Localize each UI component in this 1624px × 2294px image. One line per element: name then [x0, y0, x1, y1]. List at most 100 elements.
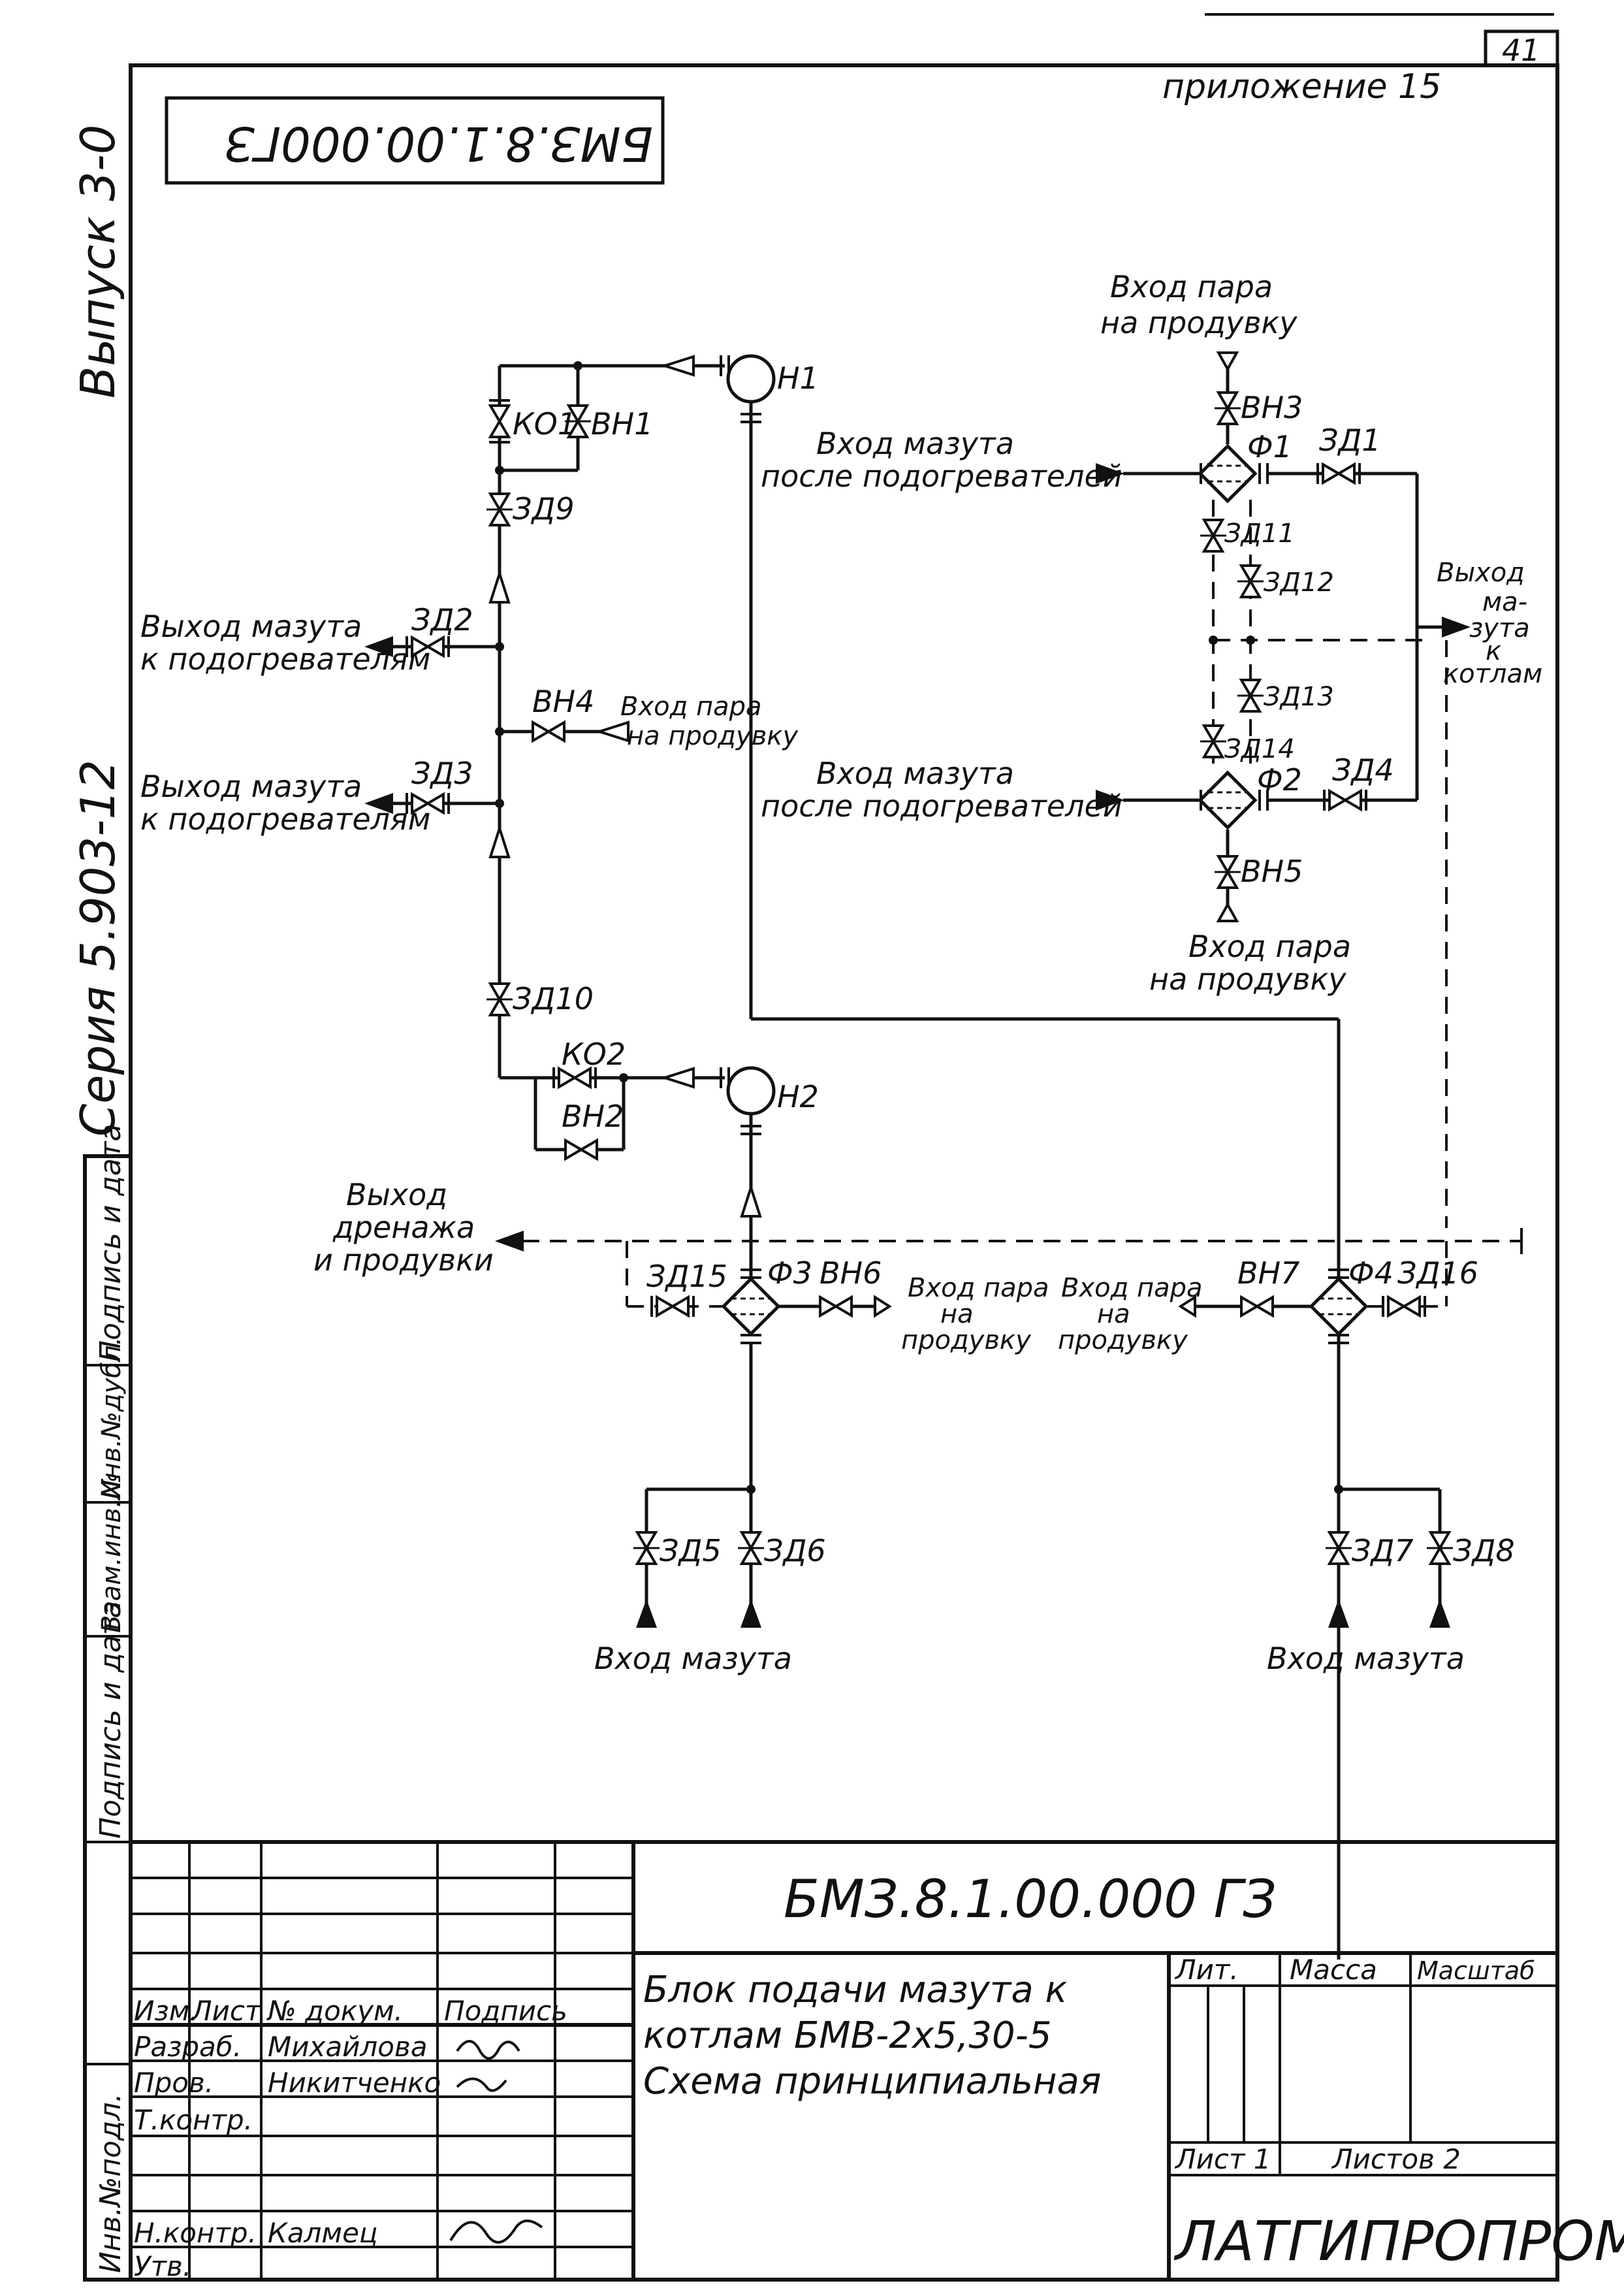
left-manifold [485, 361, 725, 1078]
label-steam-vn7c: продувку [1058, 1325, 1188, 1355]
tag-H2: Н2 [777, 1079, 819, 1114]
tag-KO2: КО2 [562, 1037, 626, 1072]
label-drain-b: дренажа [332, 1210, 475, 1245]
filter-F3-group [627, 1241, 892, 1628]
label-drain: Выход [346, 1177, 447, 1212]
title-block: Изм. Лист № докум. Подпись Разраб. Михай… [131, 1840, 1624, 2282]
tb-title-1: Блок подачи мазута к [643, 1969, 1068, 2011]
label-oil-out-e: котлам [1443, 659, 1542, 689]
series-label: Серия 5.903-12 [71, 760, 125, 1137]
tag-BH4: ВН4 [532, 684, 594, 719]
tb-col-sign: Подпись [444, 1995, 567, 2027]
filter-F1-group [1096, 351, 1417, 501]
tb-role: Разраб. [134, 2031, 242, 2063]
label-oil-in-right: Вход мазута [1267, 1641, 1465, 1676]
label-oil-in-2b: после подогревателей [761, 788, 1122, 824]
sheet-frame: 41 [83, 13, 1559, 2282]
side-stamp-text: Подпись и дата [94, 1601, 127, 1839]
flow-labels: Выход мазута к подогревателям Выход мазу… [140, 269, 1542, 1676]
label-oil-out-c: зута [1469, 613, 1530, 643]
tb-mass: Масса [1290, 1954, 1377, 1986]
label-oil-in-2: Вход мазута [816, 756, 1014, 791]
tb-org: ЛАТГИПРОПРОМ [1173, 2209, 1624, 2273]
tag-H1: Н1 [777, 361, 819, 396]
tb-lit: Лит. [1174, 1954, 1239, 1986]
tag-ZD7: ЗД7 [1352, 1533, 1414, 1568]
pump-H1 [720, 354, 776, 1019]
label-oil-in-1b: после подогревателей [761, 459, 1122, 494]
tb-designation: БМЗ.8.1.00.000 ГЗ [784, 1869, 1277, 1930]
tb-scale: Масштаб [1417, 1956, 1535, 1985]
tag-ZD10: ЗД10 [513, 981, 594, 1016]
rotated-code: БМЗ.8.1.00.000ГЗ [225, 116, 653, 171]
tag-ZD16: ЗД16 [1397, 1255, 1478, 1291]
tb-role: Пров. [134, 2067, 214, 2099]
side-stamp-text: Подпись и дата [94, 1124, 127, 1362]
tag-BH2: ВН2 [562, 1099, 624, 1134]
issue-label: Выпуск 3-0 [71, 125, 125, 398]
tag-ZD14: ЗД14 [1224, 734, 1295, 764]
label-steam-top: Вход пара [1110, 269, 1273, 304]
label-steam-vn7b: на [1097, 1299, 1130, 1329]
tb-name: Никитченко [268, 2067, 441, 2099]
label-steam-vn6c: продувку [901, 1325, 1032, 1355]
tag-BH5: ВН5 [1241, 854, 1303, 889]
tag-ZD3: ЗД3 [411, 756, 473, 791]
tag-BH3: ВН3 [1241, 390, 1303, 425]
pump-H2 [720, 1066, 776, 1274]
tb-name: Михайлова [268, 2031, 427, 2063]
label-steam-vn6: Вход пара [908, 1273, 1049, 1303]
label-steam-vn5b: на продувку [1149, 961, 1346, 997]
tag-ZD2: ЗД2 [411, 602, 473, 638]
tag-ZD8: ЗД8 [1453, 1533, 1515, 1568]
tag-F3: Ф3 [767, 1255, 812, 1291]
tag-ZD9: ЗД9 [513, 491, 575, 526]
label-out-heater-1b: к подогревателям [140, 641, 430, 677]
tb-col-list: Лист [190, 1995, 262, 2027]
tag-ZD12: ЗД12 [1264, 568, 1334, 598]
tag-ZD15: ЗД15 [646, 1259, 727, 1294]
tag-F4: Ф4 [1348, 1255, 1393, 1291]
label-steam-topb: на продувку [1100, 305, 1298, 340]
signature [456, 2077, 507, 2092]
tag-ZD13: ЗД13 [1264, 682, 1334, 712]
tb-sheet: Лист 1 [1174, 2143, 1271, 2175]
label-oil-out-b: ма- [1482, 587, 1527, 617]
label-steam-vn5: Вход пара [1188, 929, 1351, 964]
tb-col-doc: № докум. [266, 1995, 403, 2027]
label-out-heater-2: Выход мазута [140, 769, 362, 804]
label-oil-in-left: Вход мазута [594, 1641, 792, 1676]
tag-ZD11: ЗД11 [1224, 519, 1295, 549]
tb-col-izm: Изм. [134, 1995, 199, 2027]
tb-title-2: котлам БМВ-2х5,30-5 [643, 2014, 1052, 2057]
tb-name: Калмец [268, 2217, 378, 2249]
label-steam-vn7: Вход пара [1061, 1273, 1203, 1303]
filter-F4-group [1178, 1241, 1454, 1628]
tb-role: Н.контр. [134, 2217, 257, 2249]
label-steam-vn4: Вход пара [620, 692, 762, 722]
tag-KO1: КО1 [513, 406, 577, 442]
side-stamp-text: Инв.№подл. [94, 2093, 127, 2273]
page-number: 41 [1502, 33, 1540, 68]
tag-ZD6: ЗД6 [764, 1533, 826, 1568]
signature [456, 2040, 520, 2060]
tb-sheets: Листов 2 [1331, 2143, 1461, 2175]
label-oil-out: Выход [1437, 558, 1525, 588]
label-steam-vn4b: на продувку [627, 721, 799, 751]
tag-ZD1: ЗД1 [1319, 423, 1381, 458]
component-tags: Н1 Н2 КО1 ВН1 ЗД9 ЗД2 ВН4 ЗД3 ЗД10 КО2 В… [411, 361, 1515, 1568]
tb-role: Утв. [134, 2250, 191, 2282]
appendix-label: приложение 15 [1162, 67, 1441, 106]
tb-title-3: Схема принципиальная [643, 2060, 1101, 2103]
label-drain-c: и продувки [313, 1242, 494, 1278]
side-stamp-text: Инв.№дубл. [97, 1337, 127, 1499]
tag-BH7: ВН7 [1237, 1255, 1299, 1291]
tb-role: Т.контр. [134, 2104, 253, 2136]
tag-ZD4: ЗД4 [1332, 752, 1394, 788]
label-oil-in-1: Вход мазута [816, 426, 1014, 461]
tag-BH6: ВН6 [820, 1255, 882, 1291]
tag-F2: Ф2 [1257, 762, 1302, 798]
drain-links [1199, 500, 1448, 1228]
label-out-heater-1: Выход мазута [140, 609, 362, 644]
